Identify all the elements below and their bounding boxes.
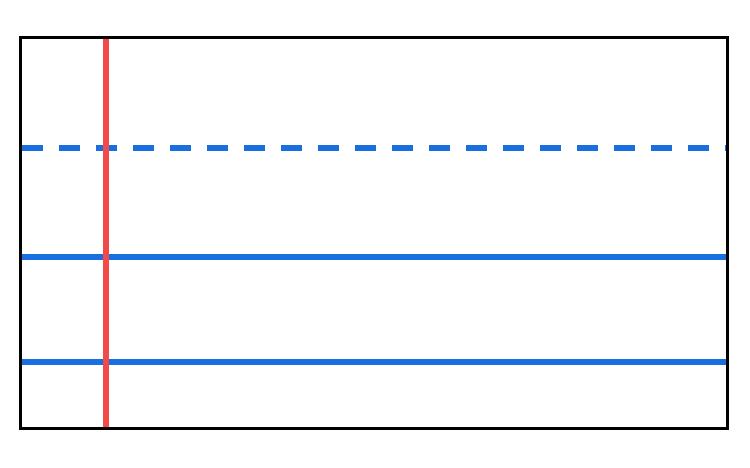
paper-border [19,36,729,430]
